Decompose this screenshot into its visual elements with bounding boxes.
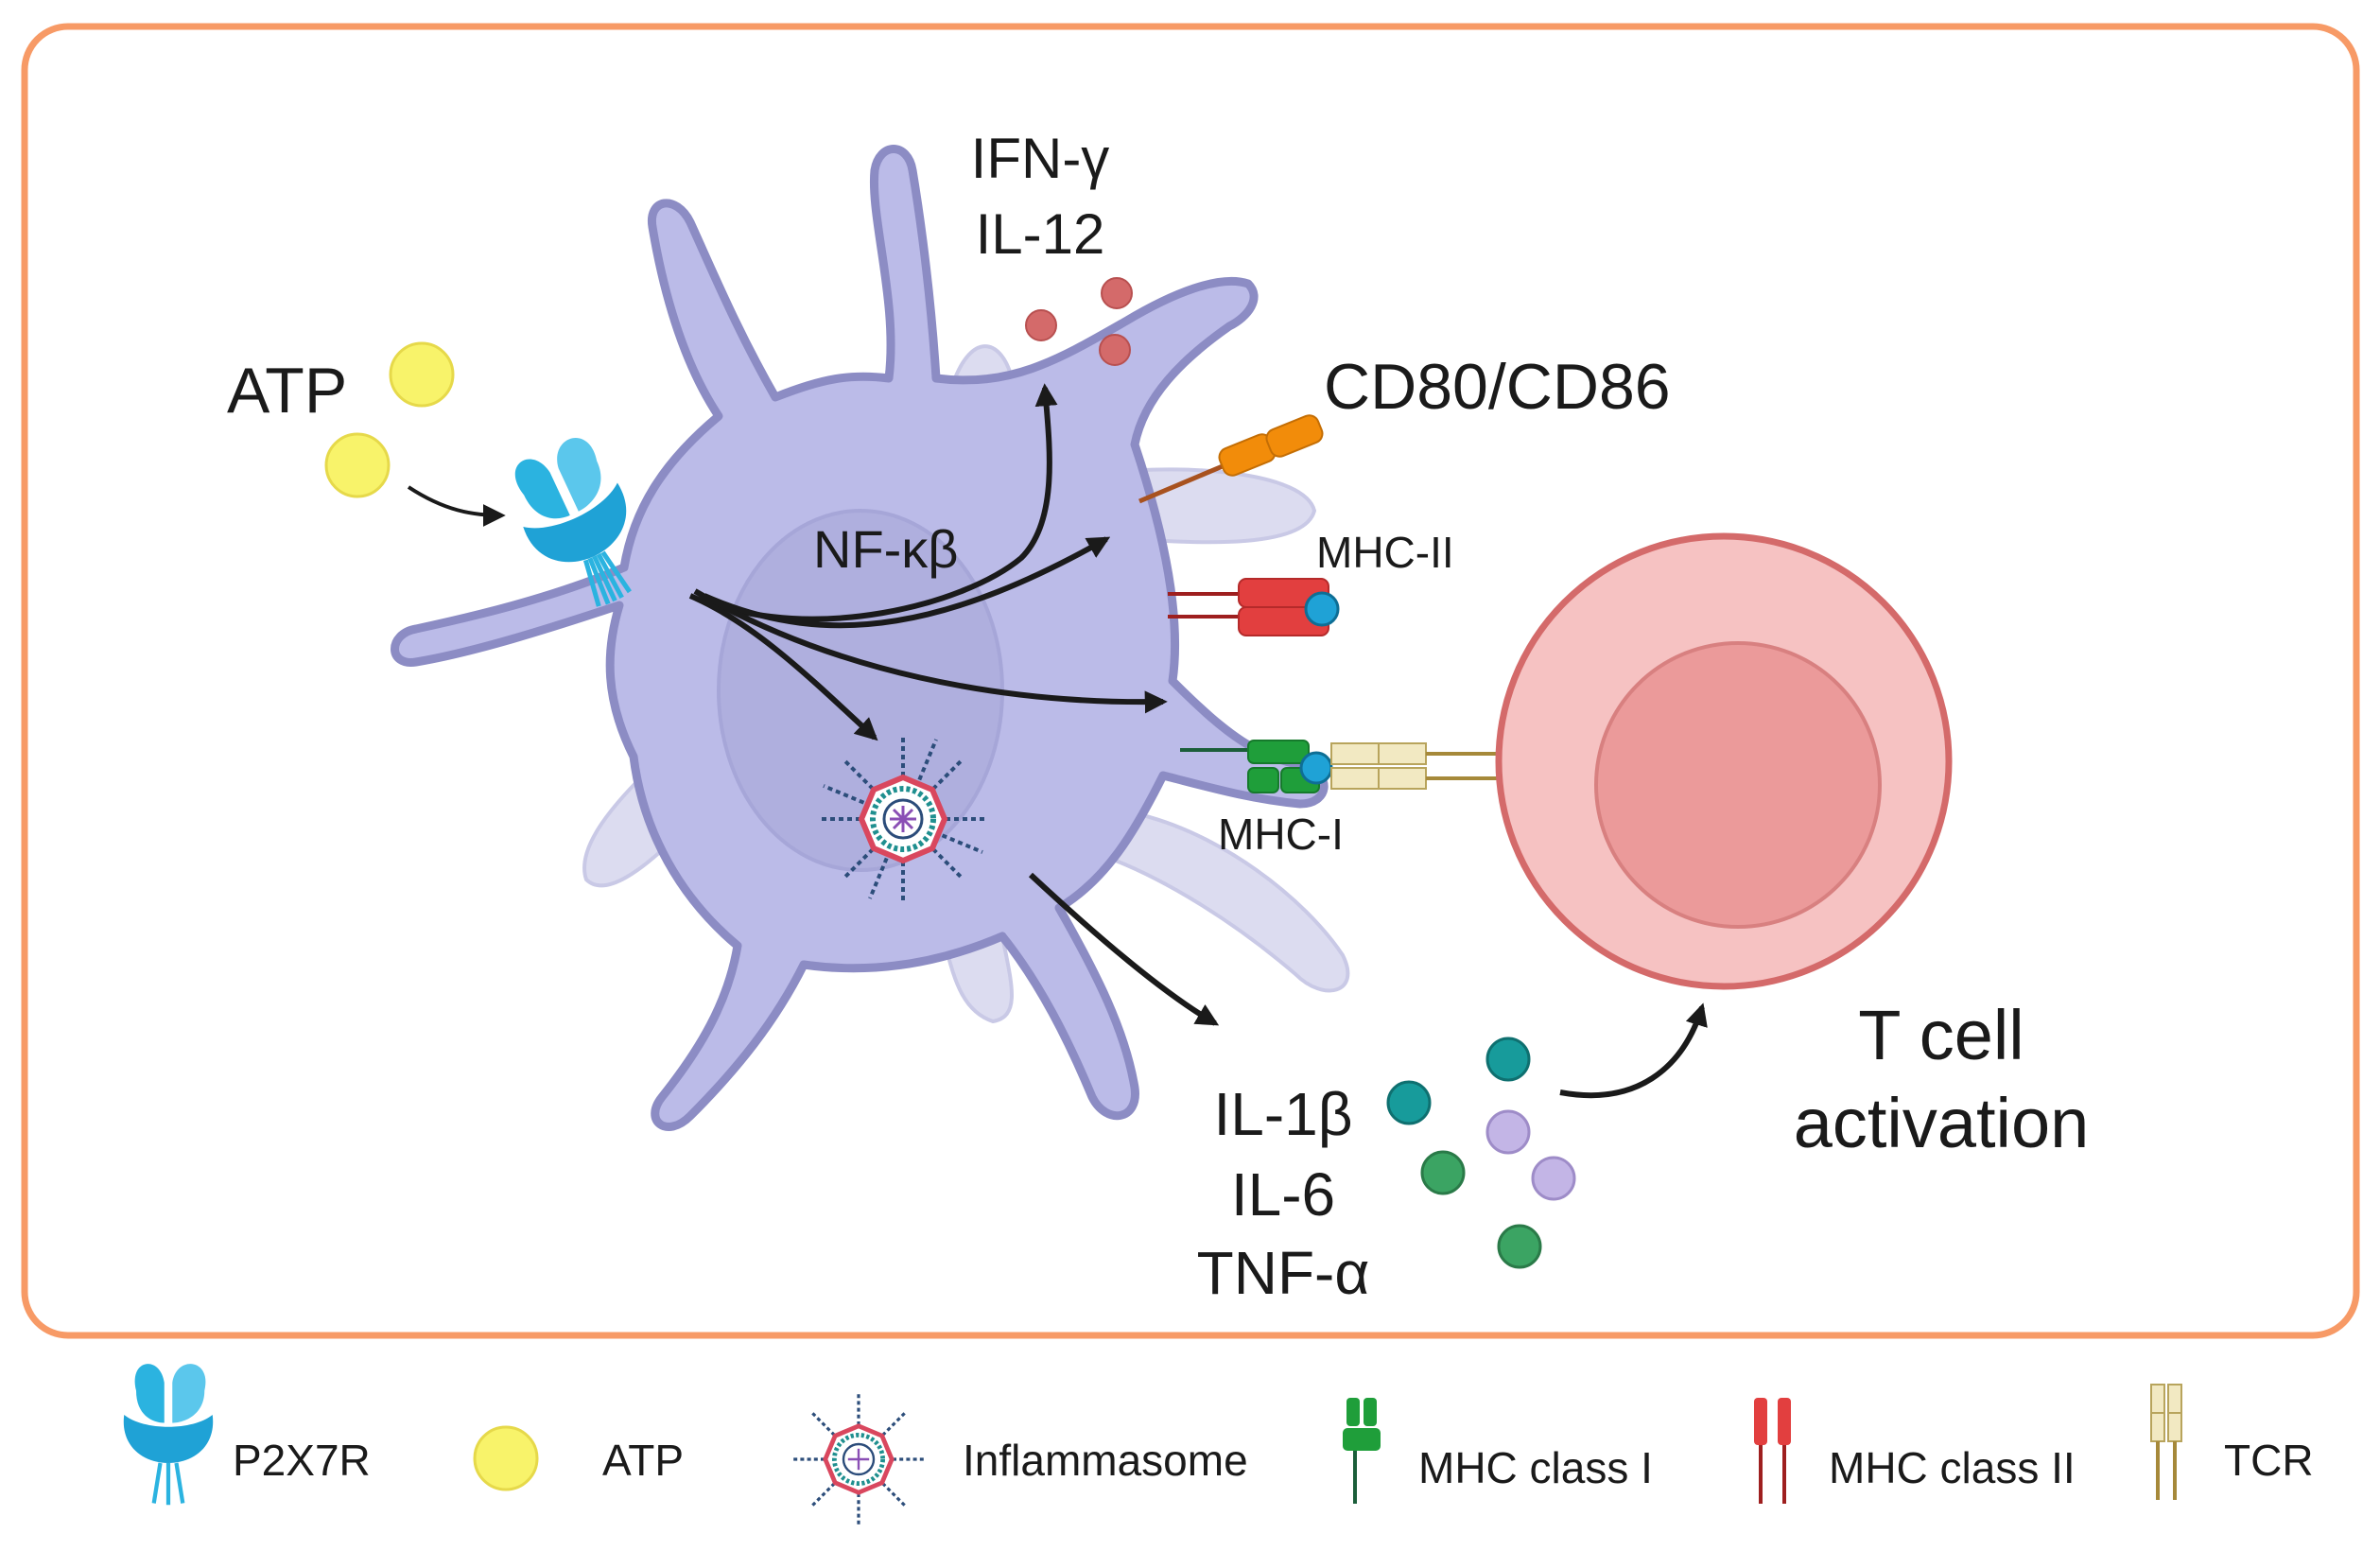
inflammasome-icon (790, 1390, 928, 1528)
legend-label-mhc-class-i: MHC class I (1418, 1443, 1653, 1492)
legend-label-inflammasome: Inflammasome (963, 1436, 1248, 1485)
t-cell (1495, 532, 1953, 990)
atp-label: ATP (227, 355, 347, 427)
ifn-particle (1025, 309, 1057, 341)
il6-label: IL-6 (1231, 1160, 1335, 1229)
mhc-ii-label: MHC-II (1316, 528, 1454, 577)
atp-circle (324, 432, 391, 498)
atp-circle (389, 341, 455, 408)
arrow-to-cytokines (1028, 872, 1220, 1026)
arrow-to-inflammasome (688, 593, 878, 741)
legend-label-tcr: TCR (2224, 1436, 2314, 1485)
mhc-class-i-icon (1343, 1398, 1381, 1504)
signal-arrows (688, 383, 1708, 1099)
cd80-cd86-molecule (1138, 414, 1324, 504)
atp-icon (473, 1425, 539, 1491)
legend: P2X7R ATP Inflammasome (123, 1364, 2314, 1528)
p2x7r-receptor (514, 437, 632, 607)
mhc-ii-molecule (1168, 578, 1340, 636)
il1b-label: IL-1β (1213, 1080, 1352, 1148)
cytokine-particles (1386, 1037, 1576, 1269)
arrow-to-ifn (703, 383, 1058, 622)
atp-to-receptor-arrow (407, 485, 506, 527)
legend-label-mhc-class-ii: MHC class II (1829, 1443, 2076, 1492)
legend-label-p2x7r: P2X7R (233, 1436, 371, 1485)
mhc-i-tcr-complex (1180, 740, 1499, 793)
cd80-label: CD80/CD86 (1324, 351, 1671, 423)
arrow-to-membrane-upper (703, 536, 1111, 629)
ifn-particle (1099, 334, 1131, 366)
diagram-frame (21, 23, 2360, 1339)
ifn-particle (1101, 277, 1133, 309)
nfkb-label: NF-κβ (813, 519, 959, 579)
legend-label-atp: ATP (602, 1436, 684, 1485)
arrow-to-t-cell (1559, 1002, 1708, 1099)
mhc-class-ii-icon (1754, 1398, 1791, 1504)
inflammasome-in-cell (818, 734, 988, 904)
tnf-label: TNF-α (1197, 1239, 1370, 1307)
ifn-label: IFN-γ (971, 127, 1110, 190)
il12-label: IL-12 (976, 202, 1105, 266)
mhc-i-label: MHC-I (1218, 810, 1344, 859)
tcr-icon (2150, 1384, 2182, 1500)
t-cell-activation-label-line1: T cell (1858, 996, 2024, 1074)
arrow-to-membrane-mid (693, 588, 1168, 714)
p2x7r-icon (123, 1364, 214, 1506)
t-cell-activation-label-line2: activation (1794, 1084, 2090, 1162)
